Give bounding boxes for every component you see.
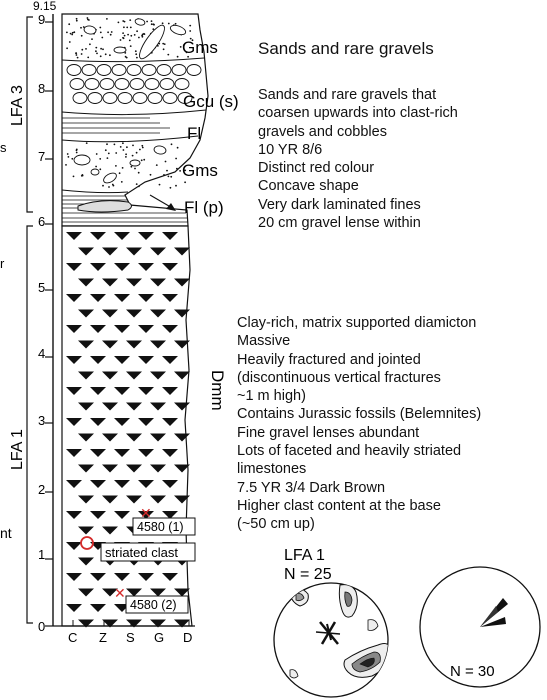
sample-box-2 [125, 595, 189, 614]
rose-petal-short [480, 617, 506, 627]
facies-gms-upper: Gms [182, 38, 218, 57]
lower-desc-line: 7.5 YR 3/4 Dark Brown [237, 479, 386, 496]
gravel-lense [77, 200, 132, 213]
upper-desc-line: gravels and cobbles [258, 123, 387, 140]
sample-marker-1: ✕ [140, 505, 152, 521]
unit-label-lfa1: LFA 1 [9, 429, 26, 470]
grain-size-gravel: G [154, 630, 164, 645]
fl-laminations [62, 117, 188, 223]
facies-dmm: Dmm [208, 370, 227, 411]
facies-codes: Gms Gcu (s) Fl Gms Fl (p) Dmm [149, 38, 239, 411]
striated-box [100, 542, 196, 562]
unit-bracket-lfa3: LFA 3 [9, 16, 33, 213]
left-cut-text-upper: s [0, 140, 7, 155]
rose-petal-mid [480, 606, 498, 627]
scale-tick-6: 6 [38, 214, 45, 229]
scale-tick-8: 8 [38, 81, 45, 96]
striated-clast-marker [80, 536, 94, 550]
scale-ticks [45, 21, 53, 627]
contact-fl-gms [61, 135, 199, 143]
contact-gms-gcu [61, 57, 205, 63]
lower-description: Clay-rich, matrix supported diamicton Ma… [237, 314, 481, 534]
scale-tick-1: 1 [38, 547, 45, 562]
facies-fl: Fl [187, 124, 201, 143]
lower-desc-line: Clay-rich, matrix supported diamicton [237, 315, 477, 331]
scale-tick-4: 4 [38, 346, 45, 361]
scale-top-label: 9.15 [33, 0, 57, 13]
stereonet-left [273, 582, 389, 698]
arrow-head [166, 203, 176, 211]
grain-size-diamicton: D [183, 630, 192, 645]
lower-desc-line: (discontinuous vertical fractures [237, 369, 441, 386]
lower-desc-line: Heavily fractured and jointed [237, 351, 421, 368]
scale-tick-5: 5 [38, 280, 45, 295]
upper-description: Sands and rare gravels that coarsen upwa… [258, 86, 458, 232]
contact-gcu-fl [61, 109, 207, 116]
facies-fl-p: Fl (p) [184, 198, 224, 217]
left-cut-text-lower: nt [0, 525, 12, 541]
diamicton-triangle-pattern [66, 232, 190, 628]
fabric-unit-label: LFA 1 [284, 547, 325, 564]
scale-tick-2: 2 [38, 482, 45, 497]
scale-tick-0: 0 [38, 619, 45, 634]
upper-desc-line: Distinct red colour [258, 160, 375, 177]
depth-scale: 9.15 0 1 2 3 4 5 6 7 8 9 [33, 0, 57, 634]
lower-desc-line: (~50 cm up) [237, 516, 315, 533]
lfa1-outline [61, 225, 193, 627]
gravel-clast-pattern [66, 18, 202, 184]
upper-desc-line: coarsen upwards into clast-rich [258, 105, 458, 122]
lower-desc-line: limestones [237, 461, 307, 478]
scale-tick-9: 9 [38, 12, 45, 27]
unit-bracket-lfa1: LFA 1 [9, 225, 33, 624]
upper-desc-line: 10 YR 8/6 [258, 141, 323, 158]
stereonet-right: N = 30 [419, 566, 541, 688]
fabric-stereonets: LFA 1 N = 25 [273, 547, 541, 698]
upper-desc-line: 20 cm gravel lense within [258, 215, 421, 232]
lower-desc-line: Fine gravel lenses abundant [237, 424, 420, 441]
left-cut-text-middle: r [0, 256, 5, 271]
lower-desc-line: ~1 m high) [237, 388, 306, 405]
grain-size-silt: Z [99, 630, 107, 645]
lower-desc-line: Contains Jurassic fossils (Belemnites) [237, 406, 482, 423]
fabric-n-left: N = 25 [284, 566, 332, 583]
lower-desc-line: Lots of faceted and heavily striated [237, 443, 462, 460]
sample-box-1 [132, 517, 196, 536]
sample-marker-2: ✕ [114, 585, 126, 601]
log-column: C Z S G D [53, 13, 209, 645]
grain-size-clay: C [68, 630, 77, 645]
unit-label-lfa3: LFA 3 [9, 85, 26, 126]
upper-desc-line: Concave shape [258, 178, 359, 195]
grain-size-sand: S [126, 630, 135, 645]
sample-markers: ✕ 4580 (1) striated clast ✕ 4580 (2) [80, 505, 196, 614]
upper-description-heading: Sands and rare gravels [258, 39, 434, 58]
lower-desc-line: Massive [237, 333, 291, 350]
upper-desc-line: Very dark laminated fines [258, 196, 421, 213]
contact-gms-flp [61, 189, 129, 194]
sample-label-1: 4580 (1) [137, 520, 184, 534]
facies-gms-lower: Gms [182, 161, 218, 180]
scale-tick-3: 3 [38, 413, 45, 428]
lower-desc-line: Higher clast content at the base [237, 497, 441, 514]
facies-gcu: Gcu (s) [183, 92, 239, 111]
striated-label: striated clast [105, 545, 178, 560]
fabric-n-right: N = 30 [450, 663, 495, 680]
grain-size-ticks [72, 620, 190, 626]
scale-tick-7: 7 [38, 149, 45, 164]
upper-desc-line: Sands and rare gravels that [258, 87, 437, 103]
sample-label-2: 4580 (2) [130, 598, 177, 612]
